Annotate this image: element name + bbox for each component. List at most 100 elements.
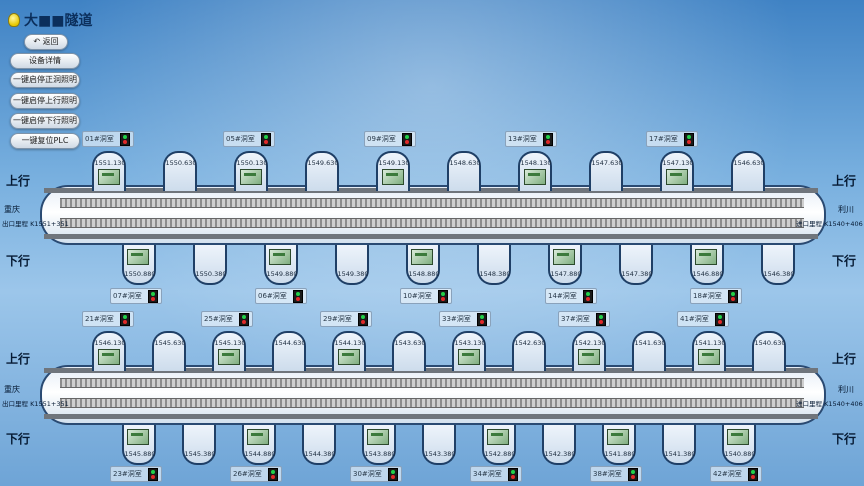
lighting-cabinet-icon[interactable] bbox=[240, 169, 262, 185]
lighting-cabinet-icon[interactable] bbox=[695, 249, 717, 265]
niche-mileage-label: 1542.130 bbox=[574, 339, 606, 347]
lighting-cabinet-icon[interactable] bbox=[578, 349, 600, 365]
niche-down[interactable]: 1550.380 bbox=[193, 245, 227, 285]
niche-up[interactable]: 1541.630 bbox=[632, 331, 666, 371]
niche-up[interactable]: 1545.630 bbox=[152, 331, 186, 371]
equipment-room[interactable]: 10#洞室 bbox=[400, 288, 452, 304]
niche-down[interactable]: 1544.380 bbox=[302, 425, 336, 465]
equipment-room[interactable]: 25#洞室 bbox=[201, 311, 253, 327]
lighting-cabinet-icon[interactable] bbox=[727, 429, 749, 445]
equipment-room[interactable]: 18#洞室 bbox=[690, 288, 742, 304]
signal-light-icon bbox=[119, 312, 130, 326]
niche-mileage-label: 1551.130 bbox=[94, 159, 126, 167]
niche-down[interactable]: 1549.380 bbox=[335, 245, 369, 285]
signal-light-icon bbox=[147, 289, 158, 303]
lighting-cabinet-icon[interactable] bbox=[127, 429, 149, 445]
toggle-up-lighting-button[interactable]: 一键启停上行照明 bbox=[10, 93, 80, 109]
equipment-room[interactable]: 13#洞室 bbox=[505, 131, 557, 147]
signal-light-icon bbox=[582, 289, 593, 303]
signal-light-icon bbox=[267, 467, 278, 481]
equipment-room[interactable]: 38#洞室 bbox=[590, 466, 642, 482]
lighting-cabinet-icon[interactable] bbox=[338, 349, 360, 365]
equipment-room[interactable]: 23#洞室 bbox=[110, 466, 162, 482]
niche-up[interactable]: 1550.630 bbox=[163, 151, 197, 191]
lighting-cabinet-icon[interactable] bbox=[382, 169, 404, 185]
niche-down[interactable]: 1548.380 bbox=[477, 245, 511, 285]
lighting-cabinet-icon[interactable] bbox=[247, 429, 269, 445]
niche-up[interactable]: 1543.630 bbox=[392, 331, 426, 371]
lighting-cabinet-icon[interactable] bbox=[607, 429, 629, 445]
toggle-main-lighting-button[interactable]: 一键启停正洞照明 bbox=[10, 72, 80, 88]
signal-light-icon bbox=[507, 467, 518, 481]
equipment-room[interactable]: 01#洞室 bbox=[82, 131, 134, 147]
niche-down[interactable]: 1542.380 bbox=[542, 425, 576, 465]
device-details-button[interactable]: 设备详情 bbox=[10, 53, 80, 69]
room-name: 37#洞室 bbox=[561, 315, 590, 323]
reset-plc-button[interactable]: 一键复位PLC bbox=[10, 133, 80, 149]
back-button[interactable]: ↶ 返回 bbox=[24, 34, 68, 50]
lighting-cabinet-icon[interactable] bbox=[269, 249, 291, 265]
lighting-cabinet-icon[interactable] bbox=[487, 429, 509, 445]
niche-up[interactable]: 1548.630 bbox=[447, 151, 481, 191]
niche-down[interactable]: 1541.380 bbox=[662, 425, 696, 465]
niche-mileage-label: 1545.380 bbox=[184, 450, 216, 458]
lighting-cabinet-icon[interactable] bbox=[524, 169, 546, 185]
equipment-room[interactable]: 05#洞室 bbox=[223, 131, 275, 147]
niche-mileage-label: 1550.130 bbox=[236, 159, 268, 167]
lighting-cabinet-icon[interactable] bbox=[698, 349, 720, 365]
niche-down[interactable]: 1549.880 bbox=[264, 245, 298, 285]
equipment-room[interactable]: 06#洞室 bbox=[255, 288, 307, 304]
lighting-cabinet-icon[interactable] bbox=[411, 249, 433, 265]
niche-mileage-label: 1540.630 bbox=[754, 339, 786, 347]
niche-mileage-label: 1541.630 bbox=[634, 339, 666, 347]
equipment-room[interactable]: 30#洞室 bbox=[350, 466, 402, 482]
niche-up[interactable]: 1546.630 bbox=[731, 151, 765, 191]
niche-down[interactable]: 1546.880 bbox=[690, 245, 724, 285]
lighting-cabinet-icon[interactable] bbox=[127, 249, 149, 265]
equipment-room[interactable]: 26#洞室 bbox=[230, 466, 282, 482]
equipment-room[interactable]: 21#洞室 bbox=[82, 311, 134, 327]
room-name: 25#洞室 bbox=[204, 315, 233, 323]
equipment-room[interactable]: 29#洞室 bbox=[320, 311, 372, 327]
niche-down[interactable]: 1545.380 bbox=[182, 425, 216, 465]
signal-light-icon bbox=[727, 289, 738, 303]
niche-mileage-label: 1541.130 bbox=[694, 339, 726, 347]
niche-down[interactable]: 1543.380 bbox=[422, 425, 456, 465]
niche-up[interactable]: 1544.630 bbox=[272, 331, 306, 371]
lighting-cabinet-icon[interactable] bbox=[98, 349, 120, 365]
niche-down[interactable]: 1547.380 bbox=[619, 245, 653, 285]
signal-light-icon bbox=[260, 132, 271, 146]
equipment-room[interactable]: 34#洞室 bbox=[470, 466, 522, 482]
room-name: 05#洞室 bbox=[226, 135, 255, 143]
equipment-room[interactable]: 17#洞室 bbox=[646, 131, 698, 147]
lighting-cabinet-icon[interactable] bbox=[553, 249, 575, 265]
lighting-cabinet-icon[interactable] bbox=[98, 169, 120, 185]
niche-up[interactable]: 1542.630 bbox=[512, 331, 546, 371]
room-name: 18#洞室 bbox=[693, 292, 722, 300]
room-name: 17#洞室 bbox=[649, 135, 678, 143]
equipment-room[interactable]: 14#洞室 bbox=[545, 288, 597, 304]
niche-mileage-label: 1542.880 bbox=[484, 450, 516, 458]
niche-down[interactable]: 1548.880 bbox=[406, 245, 440, 285]
signal-light-icon bbox=[542, 132, 553, 146]
niche-up[interactable]: 1540.630 bbox=[752, 331, 786, 371]
equipment-room[interactable]: 07#洞室 bbox=[110, 288, 162, 304]
lighting-cabinet-icon[interactable] bbox=[218, 349, 240, 365]
niche-mileage-label: 1550.630 bbox=[165, 159, 197, 167]
lighting-cabinet-icon[interactable] bbox=[367, 429, 389, 445]
lighting-cabinet-icon[interactable] bbox=[458, 349, 480, 365]
niche-up[interactable]: 1549.630 bbox=[305, 151, 339, 191]
equipment-room[interactable]: 37#洞室 bbox=[558, 311, 610, 327]
equipment-room[interactable]: 33#洞室 bbox=[439, 311, 491, 327]
niche-mileage-label: 1545.130 bbox=[214, 339, 246, 347]
tunnel2-top-walkway bbox=[44, 368, 818, 373]
equipment-room[interactable]: 42#洞室 bbox=[710, 466, 762, 482]
lighting-cabinet-icon[interactable] bbox=[666, 169, 688, 185]
niche-up[interactable]: 1547.630 bbox=[589, 151, 623, 191]
tunnel1-up-label-left: 上行 bbox=[6, 174, 31, 188]
toggle-down-lighting-button[interactable]: 一键启停下行照明 bbox=[10, 113, 80, 129]
equipment-room[interactable]: 41#洞室 bbox=[677, 311, 729, 327]
niche-down[interactable]: 1546.380 bbox=[761, 245, 795, 285]
equipment-room[interactable]: 09#洞室 bbox=[364, 131, 416, 147]
tunnel1-right-end: 利川 bbox=[838, 205, 854, 214]
